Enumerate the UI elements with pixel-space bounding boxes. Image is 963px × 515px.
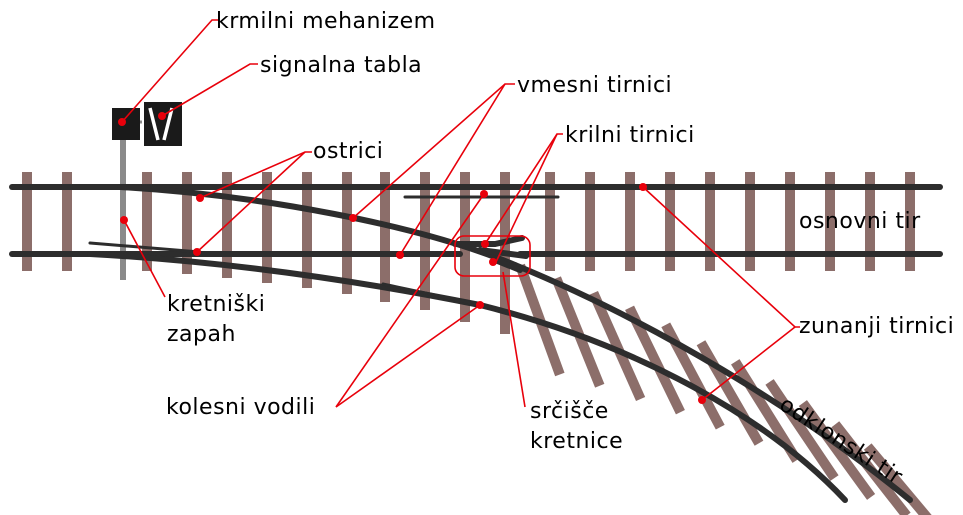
label-osnovni-tir: osnovni tir [799, 209, 921, 234]
straight-track-ties [22, 172, 915, 334]
label-kretnice: kretnice [530, 429, 623, 454]
marker-dots [118, 112, 706, 404]
label-kretniski: kretniški [167, 292, 265, 317]
label-krilni-tirnici: krilni tirnici [565, 123, 695, 148]
signal-post [120, 128, 126, 280]
label-kolesni-vodili: kolesni vodili [166, 395, 315, 420]
label-signalna-tabla: signalna tabla [260, 53, 422, 78]
label-krmilni-mehanizem: krmilni mehanizem [216, 9, 436, 34]
label-odklonski-tir: odklonski tir [775, 392, 907, 490]
label-ostrici: ostrici [313, 139, 383, 164]
label-srcisce: srčišče [530, 399, 609, 424]
control-mechanism-box [112, 108, 140, 140]
label-zapah: zapah [167, 322, 236, 347]
label-vmesni-tirnici: vmesni tirnici [517, 73, 672, 98]
label-zunanji-tirnici: zunanji tirnici [799, 314, 954, 339]
frog-highlight [454, 235, 531, 277]
leader-lines [121, 19, 800, 408]
